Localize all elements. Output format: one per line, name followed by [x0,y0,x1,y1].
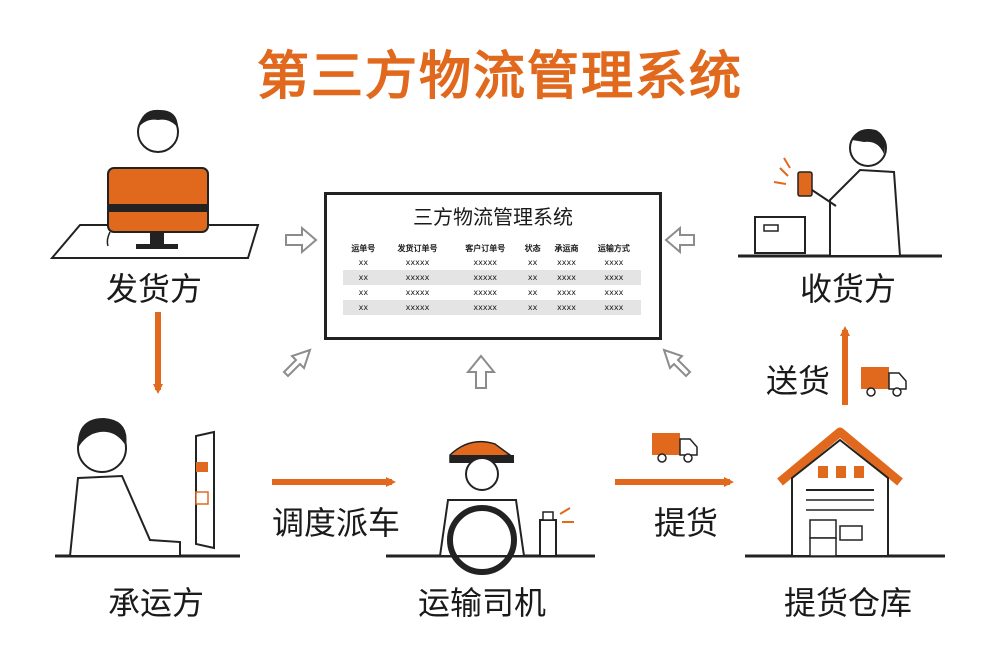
receiver-illustration [738,129,942,258]
system-arrows [282,225,695,389]
table-cell: xx [519,270,547,285]
table-cell: xx [527,258,538,267]
shipper-illustration [49,109,260,259]
flow-arrows [153,312,850,487]
edge-label-dispatch: 调度派车 [272,504,401,542]
table-cell: xxxx [556,258,576,267]
table-cell: xx [527,288,538,297]
arrow-carrier-to-system [282,348,312,378]
table-cell: xxxx [604,288,624,297]
truck-icon [861,367,907,397]
table-cell: xx [358,258,369,267]
table-cell: xxxx [604,258,624,267]
table-cell: xx [343,270,384,285]
table-cell: xxxxx [451,300,520,315]
column-header: 状态 [524,243,541,253]
arrow-driver-to-system [465,354,497,389]
table-cell: xxxx [546,300,587,315]
table-cell: xxxxx [405,288,430,297]
arrow-shipper-to-system [285,225,318,255]
table-cell: xxxx [556,288,576,297]
node-label-receiver: 收货方 [800,270,897,308]
node-label-warehouse: 提货仓库 [784,584,913,622]
table-cell: xxxxx [383,270,452,285]
table-cell: xxxx [546,270,587,285]
node-label-driver: 运输司机 [418,584,547,622]
table-cell: xxxxx [473,288,498,297]
table-cell: xxxxx [473,258,498,267]
table-row: xx xxxxx xxxxx xx xxxx xxxx [343,285,641,300]
node-label-shipper: 发货方 [106,270,203,308]
driver-illustration [386,440,595,575]
system-table: 运单号 发货订单号 客户订单号 状态 承运商 运输方式 xx xxxxx xxx… [343,241,641,315]
table-row: xx xxxxx xxxxx xx xxxx xxxx [343,270,641,285]
column-header: 运输方式 [597,243,630,253]
column-header: 运单号 [351,243,376,253]
arrow-receiver-to-system [664,225,695,255]
warehouse-illustration [745,427,945,558]
table-cell: xxxx [586,270,641,285]
edge-label-deliver: 送货 [766,362,831,400]
table-cell: xxxxx [405,258,430,267]
page-title: 第三方物流管理系统 [256,47,743,107]
table-cell: xxxxx [383,300,452,315]
carrier-illustration [55,418,240,558]
arrow-warehouse-to-system [662,348,692,378]
table-row: xx xxxxx xxxxx xx xxxx xxxx [343,300,641,315]
column-header: 承运商 [554,243,579,253]
truck-icon [652,433,698,463]
table-cell: xx [519,300,547,315]
column-header: 客户订单号 [465,243,506,253]
table-header-row: 运单号 发货订单号 客户订单号 状态 承运商 运输方式 [343,241,641,255]
table-cell: xx [343,300,384,315]
node-label-carrier: 承运方 [108,584,205,622]
system-panel-title: 三方物流管理系统 [413,205,573,229]
table-cell: xx [358,288,369,297]
table-cell: xxxxx [451,270,520,285]
table-row: xx xxxxx xxxxx xx xxxx xxxx [343,255,641,270]
edge-label-pickup: 提货 [654,504,719,542]
table-cell: xxxx [586,300,641,315]
column-header: 发货订单号 [397,243,438,253]
system-panel: 三方物流管理系统 运单号 发货订单号 客户订单号 状态 承运商 运输方式 xx … [324,192,662,340]
